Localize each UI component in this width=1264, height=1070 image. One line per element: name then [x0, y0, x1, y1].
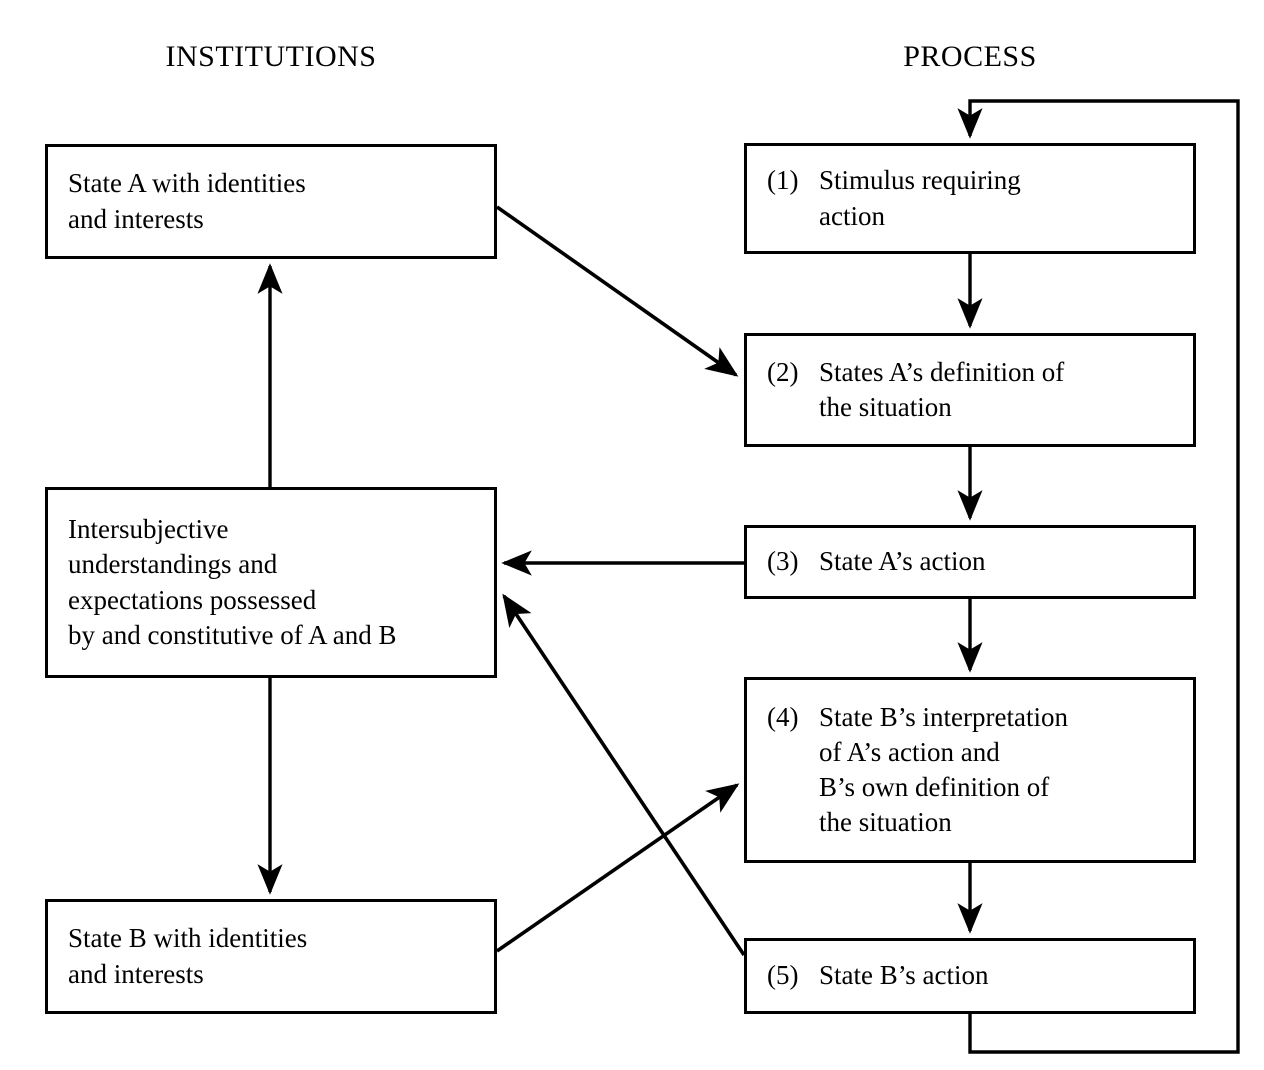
node-state-a-text: State A with identities and interests [68, 168, 306, 234]
node-step-4[interactable]: (4) State B’s interpretation of A’s acti… [744, 677, 1196, 863]
node-step-2-text: States A’s definition of the situation [819, 356, 1065, 422]
node-step-5-number: (5) [767, 960, 799, 991]
edge-step-5-to-intersubjective [502, 593, 746, 957]
node-step-4-text: State B’s interpretation of A’s action a… [819, 701, 1068, 838]
node-state-b-text: State B with identities and interests [68, 923, 308, 989]
node-step-3-text: State A’s action [819, 546, 986, 577]
node-step-1-text: Stimulus requiring action [819, 165, 1021, 231]
node-state-b[interactable]: State B with identities and interests [45, 899, 497, 1014]
node-intersubjective[interactable]: Intersubjective understandings and expec… [45, 487, 497, 678]
column-header-process: PROCESS [903, 40, 1037, 73]
node-step-3-number: (3) [767, 546, 799, 577]
node-step-1-number: (1) [767, 165, 799, 196]
node-step-5[interactable]: (5) State B’s action [744, 938, 1196, 1014]
node-state-a[interactable]: State A with identities and interests [45, 144, 497, 259]
node-step-1[interactable]: (1) Stimulus requiring action [744, 143, 1196, 254]
edge-state-b-to-step-4 [495, 783, 740, 953]
edge-state-a-to-step-2 [495, 205, 739, 377]
node-step-2-number: (2) [767, 356, 799, 387]
node-intersubjective-text: Intersubjective understandings and expec… [68, 514, 397, 650]
node-step-5-text: State B’s action [819, 960, 989, 991]
column-header-institutions: INSTITUTIONS [165, 40, 377, 73]
node-step-4-number: (4) [767, 701, 799, 732]
node-step-3[interactable]: (3) State A’s action [744, 525, 1196, 599]
node-step-2[interactable]: (2) States A’s definition of the situati… [744, 333, 1196, 447]
